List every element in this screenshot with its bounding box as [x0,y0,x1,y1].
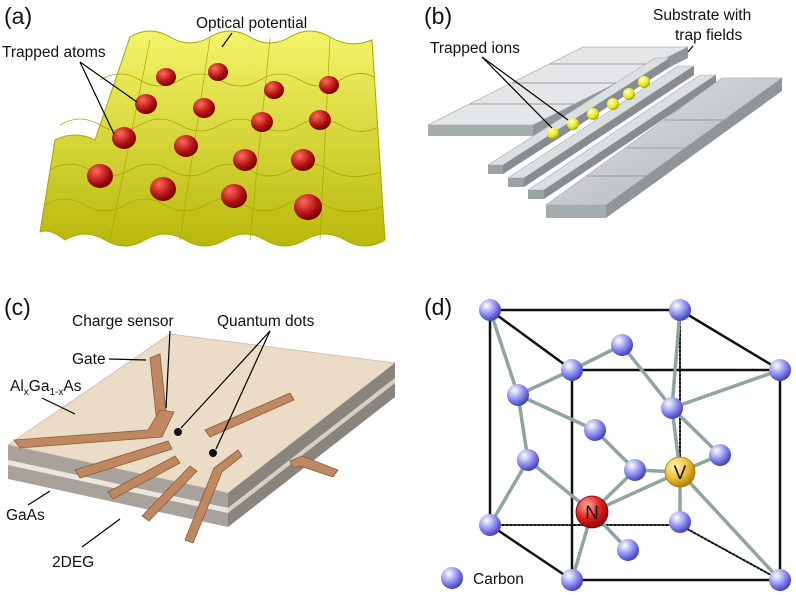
panel-d: (d) [424,294,791,591]
gate-leader [108,358,147,361]
atom [112,127,136,149]
trapped-atoms-leader [79,61,138,103]
carbon-atom [561,569,583,591]
nitrogen-label: N [585,503,599,524]
gate-label: Gate [72,351,106,368]
carbon-atom [611,334,633,356]
twodeg-leader [81,518,121,548]
ion [638,76,650,88]
carbon-atom [507,384,529,406]
legend: Carbon [441,567,524,589]
quantum-dots-label: Quantum dots [217,313,315,330]
legend-carbon-icon [441,567,463,589]
trapped-atoms-label: Trapped atoms [2,44,106,61]
atom [294,194,322,220]
gate-electrode [13,409,175,449]
carbon-atom [617,539,639,561]
atom [156,68,176,86]
ion [623,88,635,100]
atom [291,149,315,171]
optical-potential-surface [39,30,386,247]
unit-cell-cube [488,308,782,582]
legend-carbon-label: Carbon [473,571,524,588]
carbon-atom [769,359,791,381]
panel-a: (a) [2,3,386,247]
carbon-atom [669,511,691,533]
atom [208,63,228,81]
quantum-dots-leader [215,330,271,450]
algaas-label: AlxGa1-xAs [10,378,82,398]
atom [233,149,257,171]
gate-electrode [141,465,198,522]
carbon-atom [479,299,501,321]
panel-c: (c) Charge sensor Quant [4,294,397,571]
quantum-dot [209,449,217,457]
carbon-atom [769,569,791,591]
gate-electrodes [13,353,339,544]
panel-a-label: (a) [4,3,32,29]
quantum-dot [174,428,182,436]
atom [193,98,215,118]
carbon-atom [624,459,646,481]
substrate-leader [687,45,694,53]
panel-b: (b) [424,3,784,218]
algaas-leader [41,397,76,415]
carbon-atom [561,359,583,381]
quantum-dots-leader [180,330,271,429]
charge-sensor-leader [165,330,171,409]
quantum-dots [174,428,217,457]
trapped-ions [547,76,650,139]
panel-c-label: (c) [4,294,31,320]
atom [150,177,176,201]
atom [251,112,273,132]
gate-electrode [184,449,243,544]
panel-d-label: (d) [424,294,452,320]
atom [264,81,284,99]
trapped-ions-leader [481,56,569,121]
ion [567,118,579,130]
atom [135,94,157,114]
optical-potential-label: Optical potential [196,15,307,32]
carbon-atom [669,299,691,321]
gate-electrode [204,392,295,438]
carbon-atoms [479,299,791,591]
gate-electrode [107,455,181,500]
carbon-atom [517,449,539,471]
gaas-leader [27,490,51,506]
trapped-atoms [87,63,339,220]
carbon-atom [709,444,731,466]
ion [587,108,599,120]
charge-sensor-label: Charge sensor [72,313,174,330]
vacancy-label: V [674,463,687,484]
trapped-atoms-leader [79,61,115,135]
gaas-label: GaAs [6,507,45,524]
substrate-label-line1: Substrate with [653,7,751,24]
substrate-electrodes [427,46,784,218]
atom [309,110,331,130]
ion [607,98,619,110]
gate-electrode [74,440,173,479]
trapped-ions-leader [481,56,553,129]
ion [547,127,559,139]
atom [319,76,339,94]
atom [174,135,198,157]
gate-electrode [289,455,339,478]
carbon-atom [661,397,683,419]
optical-potential-leader [221,32,233,48]
trapped-ions-label: Trapped ions [430,40,520,57]
nitrogen-atom: N [575,495,609,529]
atom [221,184,247,208]
substrate-label-line2: trap fields [675,27,742,44]
atom [87,164,113,188]
twodeg-label: 2DEG [52,554,94,571]
carbon-atom [584,419,606,441]
panel-b-label: (b) [424,3,452,29]
lattice-bonds [488,308,782,582]
carbon-atom [479,514,501,536]
vacancy-site: V [664,456,696,488]
